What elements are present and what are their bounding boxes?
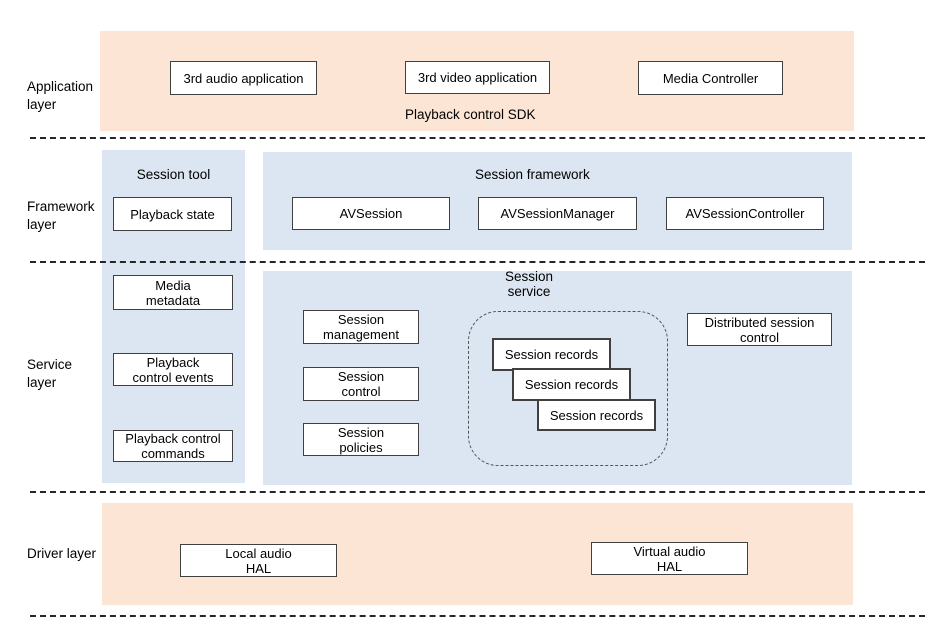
separator-driver-bottom — [30, 615, 925, 617]
box-session-records-3: Session records — [537, 399, 656, 431]
box-session-control: Session control — [303, 367, 419, 401]
box-playback-state: Playback state — [113, 197, 232, 231]
box-3rd-audio-application: 3rd audio application — [170, 61, 317, 95]
separator-application-framework — [30, 137, 925, 139]
layer-label-driver: Driver layer — [27, 546, 97, 561]
box-avsessionmanager: AVSessionManager — [478, 197, 637, 230]
separator-framework-service — [30, 261, 925, 263]
box-session-policies: Session policies — [303, 423, 419, 456]
box-session-records-1: Session records — [492, 338, 611, 371]
layer-label-framework: Framework layer — [27, 199, 95, 232]
box-virtual-audio-hal: Virtual audio HAL — [591, 542, 748, 575]
separator-service-driver — [30, 491, 925, 493]
box-local-audio-hal: Local audio HAL — [180, 544, 337, 577]
box-avsession: AVSession — [292, 197, 450, 230]
session-tool-title: Session tool — [136, 167, 211, 182]
session-service-title: Session service — [504, 269, 554, 299]
box-media-controller: Media Controller — [638, 61, 783, 95]
box-distributed-session-control: Distributed session control — [687, 313, 832, 346]
layer-label-service: Service layer — [27, 357, 73, 390]
box-playback-control-events: Playback control events — [113, 353, 233, 386]
playback-control-sdk-label: Playback control SDK — [405, 107, 536, 122]
box-avsessioncontroller: AVSessionController — [666, 197, 824, 230]
box-media-metadata: Media metadata — [113, 275, 233, 310]
box-session-management: Session management — [303, 310, 419, 344]
box-session-records-2: Session records — [512, 368, 631, 401]
layer-label-application: Application layer — [27, 79, 94, 112]
box-3rd-video-application: 3rd video application — [405, 61, 550, 94]
session-framework-title: Session framework — [475, 167, 590, 182]
box-playback-control-commands: Playback control commands — [113, 430, 233, 462]
session-records-group-frame — [468, 311, 668, 466]
